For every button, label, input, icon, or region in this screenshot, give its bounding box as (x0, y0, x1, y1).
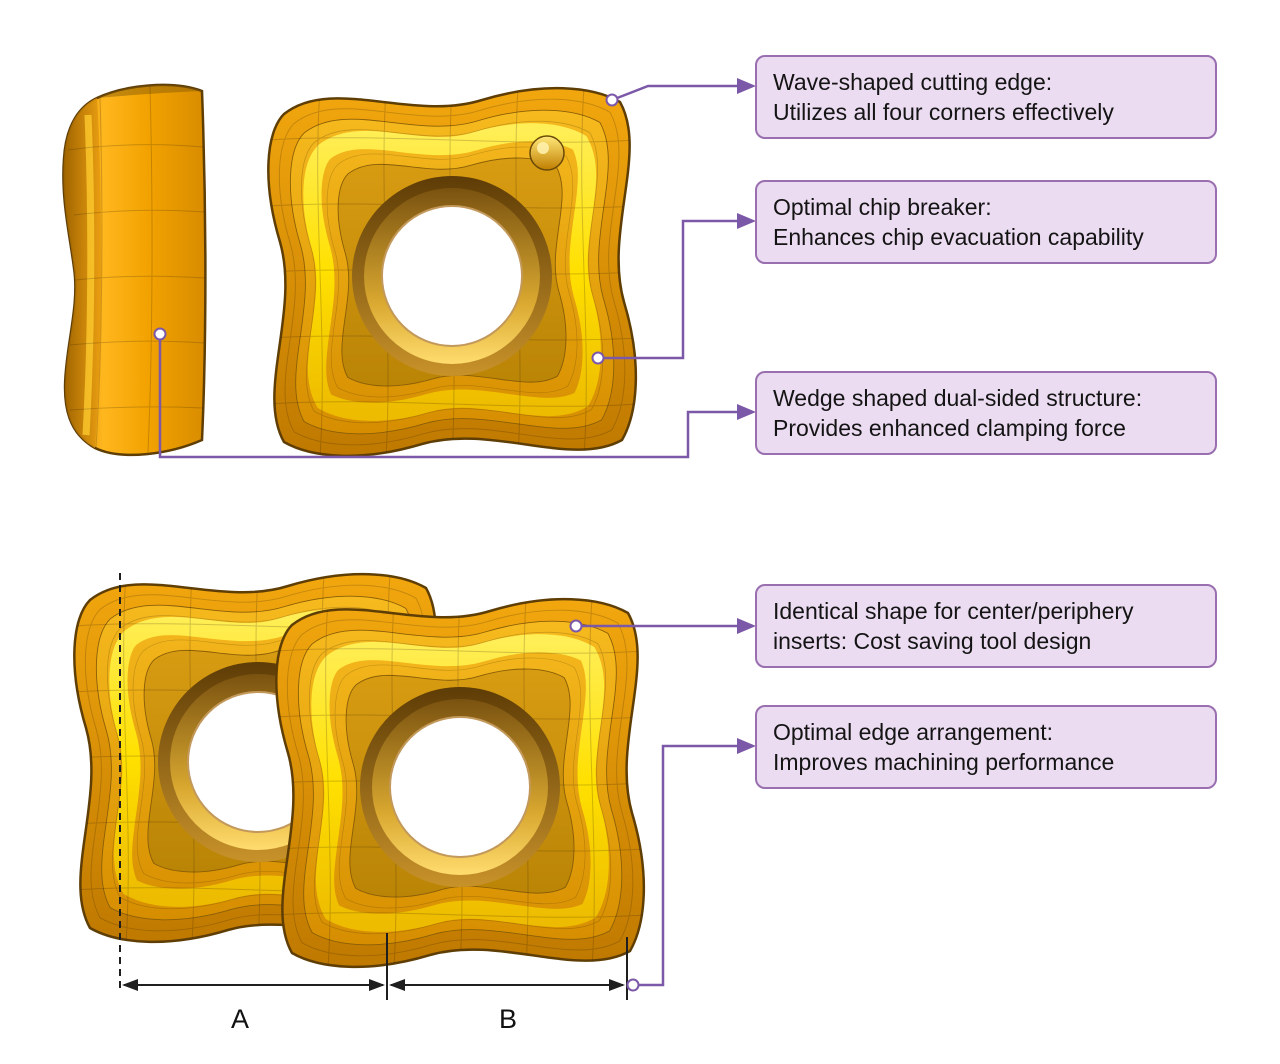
callout-wave-cutting-edge: Wave-shaped cutting edge: Utilizes all f… (755, 55, 1217, 139)
connector-chip-breaker-marker (591, 351, 605, 365)
connector-edge-arrangement-arrow (737, 738, 756, 754)
dimension-arrow-b-right (609, 979, 625, 991)
side-view-insert-facet (63, 98, 102, 448)
dimension-label-a: A (230, 1004, 249, 1034)
dimension-arrow-a-right (369, 979, 385, 991)
top-view-insert (267, 87, 637, 457)
callout-wave-cutting-edge-text: Wave-shaped cutting edge: Utilizes all f… (773, 68, 1114, 125)
top-view-insert-dimple (529, 135, 565, 171)
connector-dual-sided-line (158, 334, 737, 459)
connector-wave-edge-arrow (737, 78, 756, 94)
dimension-arrow-b-left (389, 979, 405, 991)
connector-dual-sided-arrow (737, 404, 756, 420)
connector-edge-arrangement-marker (626, 978, 640, 992)
callout-edge-arrangement: Optimal edge arrangement: Improves machi… (755, 705, 1217, 789)
callout-chip-breaker-text: Optimal chip breaker: Enhances chip evac… (773, 193, 1144, 250)
callout-edge-arrangement-text: Optimal edge arrangement: Improves machi… (773, 718, 1115, 775)
dimension-arrow-a-left (122, 979, 138, 991)
connector-wave-edge-marker (605, 93, 619, 107)
callout-identical-shape: Identical shape for center/periphery ins… (755, 584, 1217, 668)
side-view-insert-highlight (82, 114, 95, 436)
bottom-right-insert (275, 598, 645, 968)
side-view-insert-mesh (67, 85, 206, 453)
connector-edge-arrangement-line (633, 744, 737, 987)
side-view-insert (62, 83, 207, 457)
connector-wave-edge-line (611, 84, 737, 102)
side-view-insert-top-face (97, 84, 202, 98)
callout-identical-shape-text: Identical shape for center/periphery ins… (773, 597, 1134, 654)
callout-dual-sided-structure: Wedge shaped dual-sided structure: Provi… (755, 371, 1217, 455)
callout-chip-breaker: Optimal chip breaker: Enhances chip evac… (755, 180, 1217, 264)
connector-identical-shape-marker (569, 619, 583, 633)
connector-chip-breaker-line (598, 219, 737, 360)
connector-identical-shape-arrow (737, 618, 756, 634)
callout-dual-sided-structure-text: Wedge shaped dual-sided structure: Provi… (773, 384, 1143, 441)
connector-dual-sided-marker (153, 327, 167, 341)
dimension-label-b: B (498, 1004, 517, 1034)
connector-chip-breaker-arrow (737, 213, 756, 229)
